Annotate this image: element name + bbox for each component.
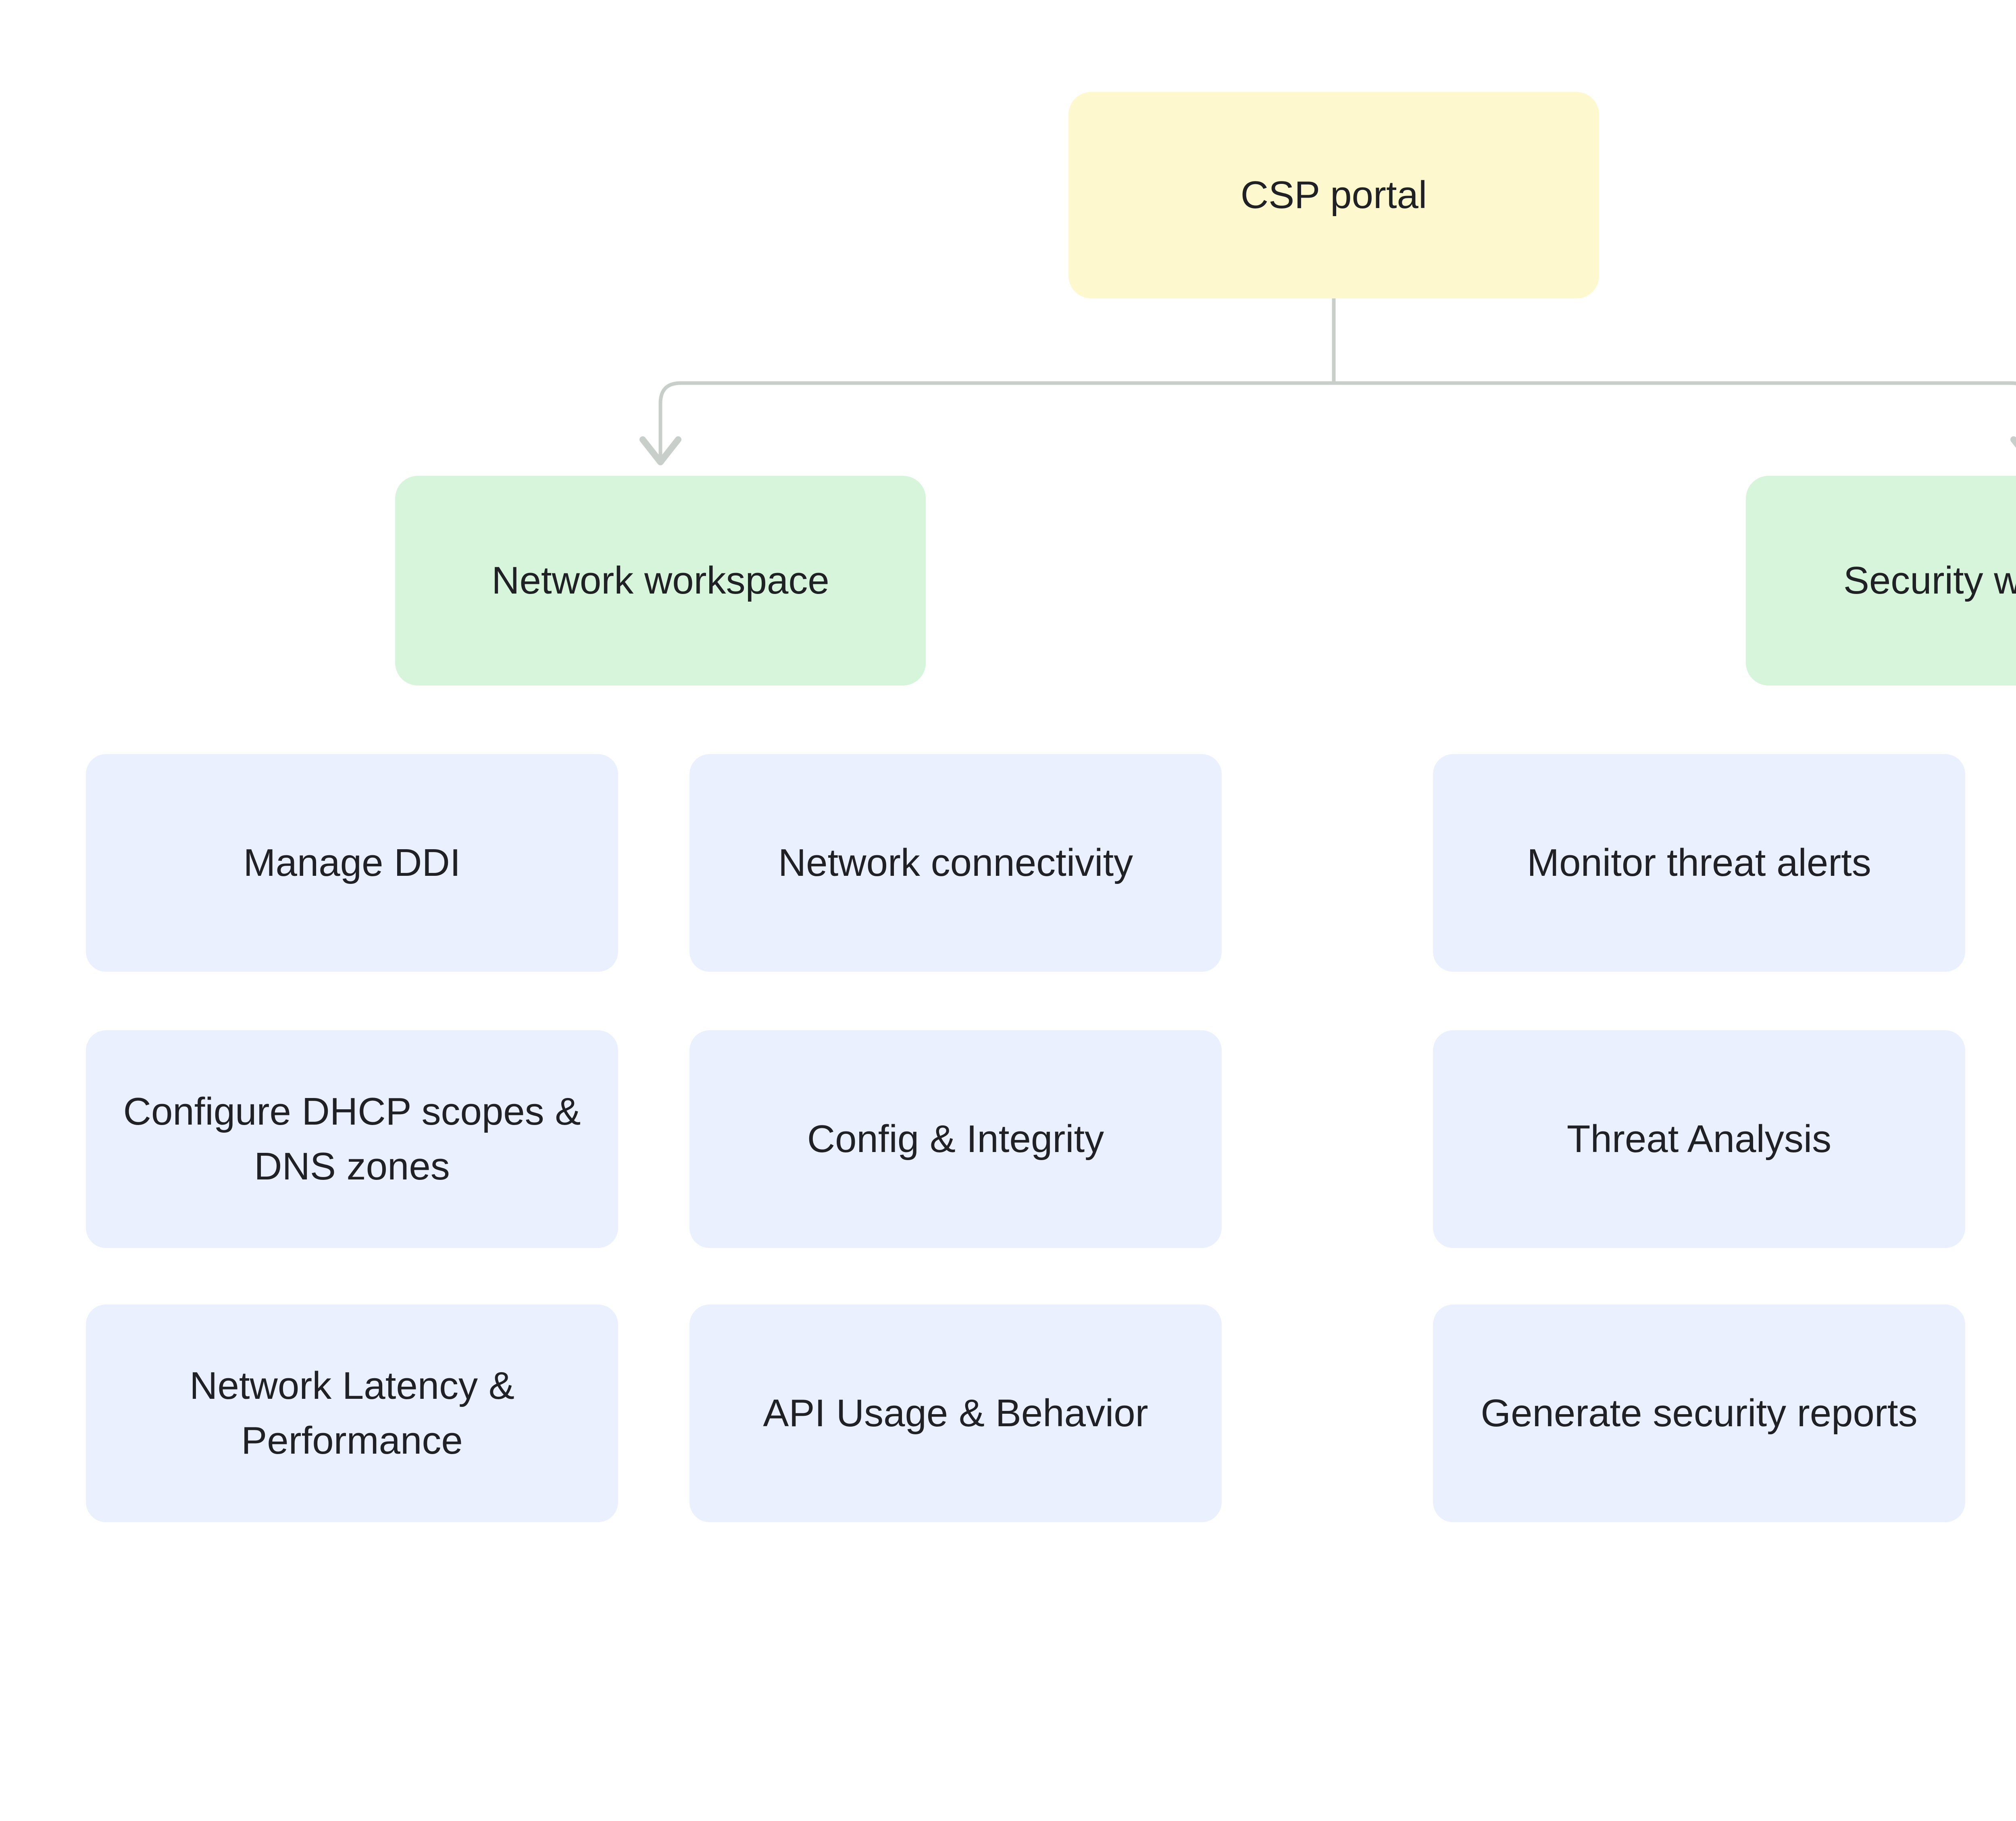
node-prompt-label: Network connectivity: [778, 841, 1133, 884]
node-prompt-monitor-threat-alerts[interactable]: Monitor threat alerts: [1433, 754, 1965, 972]
edge-root-to-security-workspace: [1332, 381, 2016, 385]
node-security-workspace-label: Security workspace: [1843, 558, 2016, 602]
node-prompt-network-connectivity[interactable]: Network connectivity: [689, 754, 1222, 972]
node-network-workspace-label: Network workspace: [492, 558, 829, 602]
node-prompt-label: Network Latency & Performance: [190, 1364, 514, 1462]
edge-root-to-network-workspace: [658, 381, 1336, 462]
node-prompt-manage-ddi[interactable]: Manage DDI: [86, 754, 618, 972]
arrowhead-network-workspace-icon: [639, 436, 681, 465]
node-prompt-network-latency-performance[interactable]: Network Latency & Performance: [86, 1304, 618, 1522]
node-prompt-label: API Usage & Behavior: [763, 1391, 1148, 1435]
node-prompt-label: Generate security reports: [1481, 1391, 1918, 1435]
node-prompt-label: Monitor threat alerts: [1527, 841, 1871, 884]
node-prompt-api-usage-behavior[interactable]: API Usage & Behavior: [689, 1304, 1222, 1522]
node-prompt-label: Threat Analysis: [1566, 1117, 1832, 1161]
node-prompt-config-integrity[interactable]: Config & Integrity: [689, 1030, 1222, 1248]
node-prompt-configure-dhcp-scopes-dns-zones[interactable]: Configure DHCP scopes & DNS zones: [86, 1030, 618, 1248]
node-prompt-label: Configure DHCP scopes & DNS zones: [123, 1090, 581, 1188]
node-network-workspace[interactable]: Network workspace: [395, 476, 926, 685]
node-security-workspace[interactable]: Security workspace: [1746, 476, 2016, 685]
arrowhead-security-workspace-icon: [2010, 436, 2016, 448]
node-prompt-label: Config & Integrity: [807, 1117, 1104, 1161]
node-prompt-threat-analysis[interactable]: Threat Analysis: [1433, 1030, 1965, 1248]
node-prompt-label: Manage DDI: [243, 841, 461, 884]
node-csp-portal[interactable]: CSP portal: [1068, 92, 1599, 298]
node-prompt-generate-security-reports[interactable]: Generate security reports: [1433, 1304, 1965, 1522]
node-csp-portal-label: CSP portal: [1240, 173, 1427, 217]
